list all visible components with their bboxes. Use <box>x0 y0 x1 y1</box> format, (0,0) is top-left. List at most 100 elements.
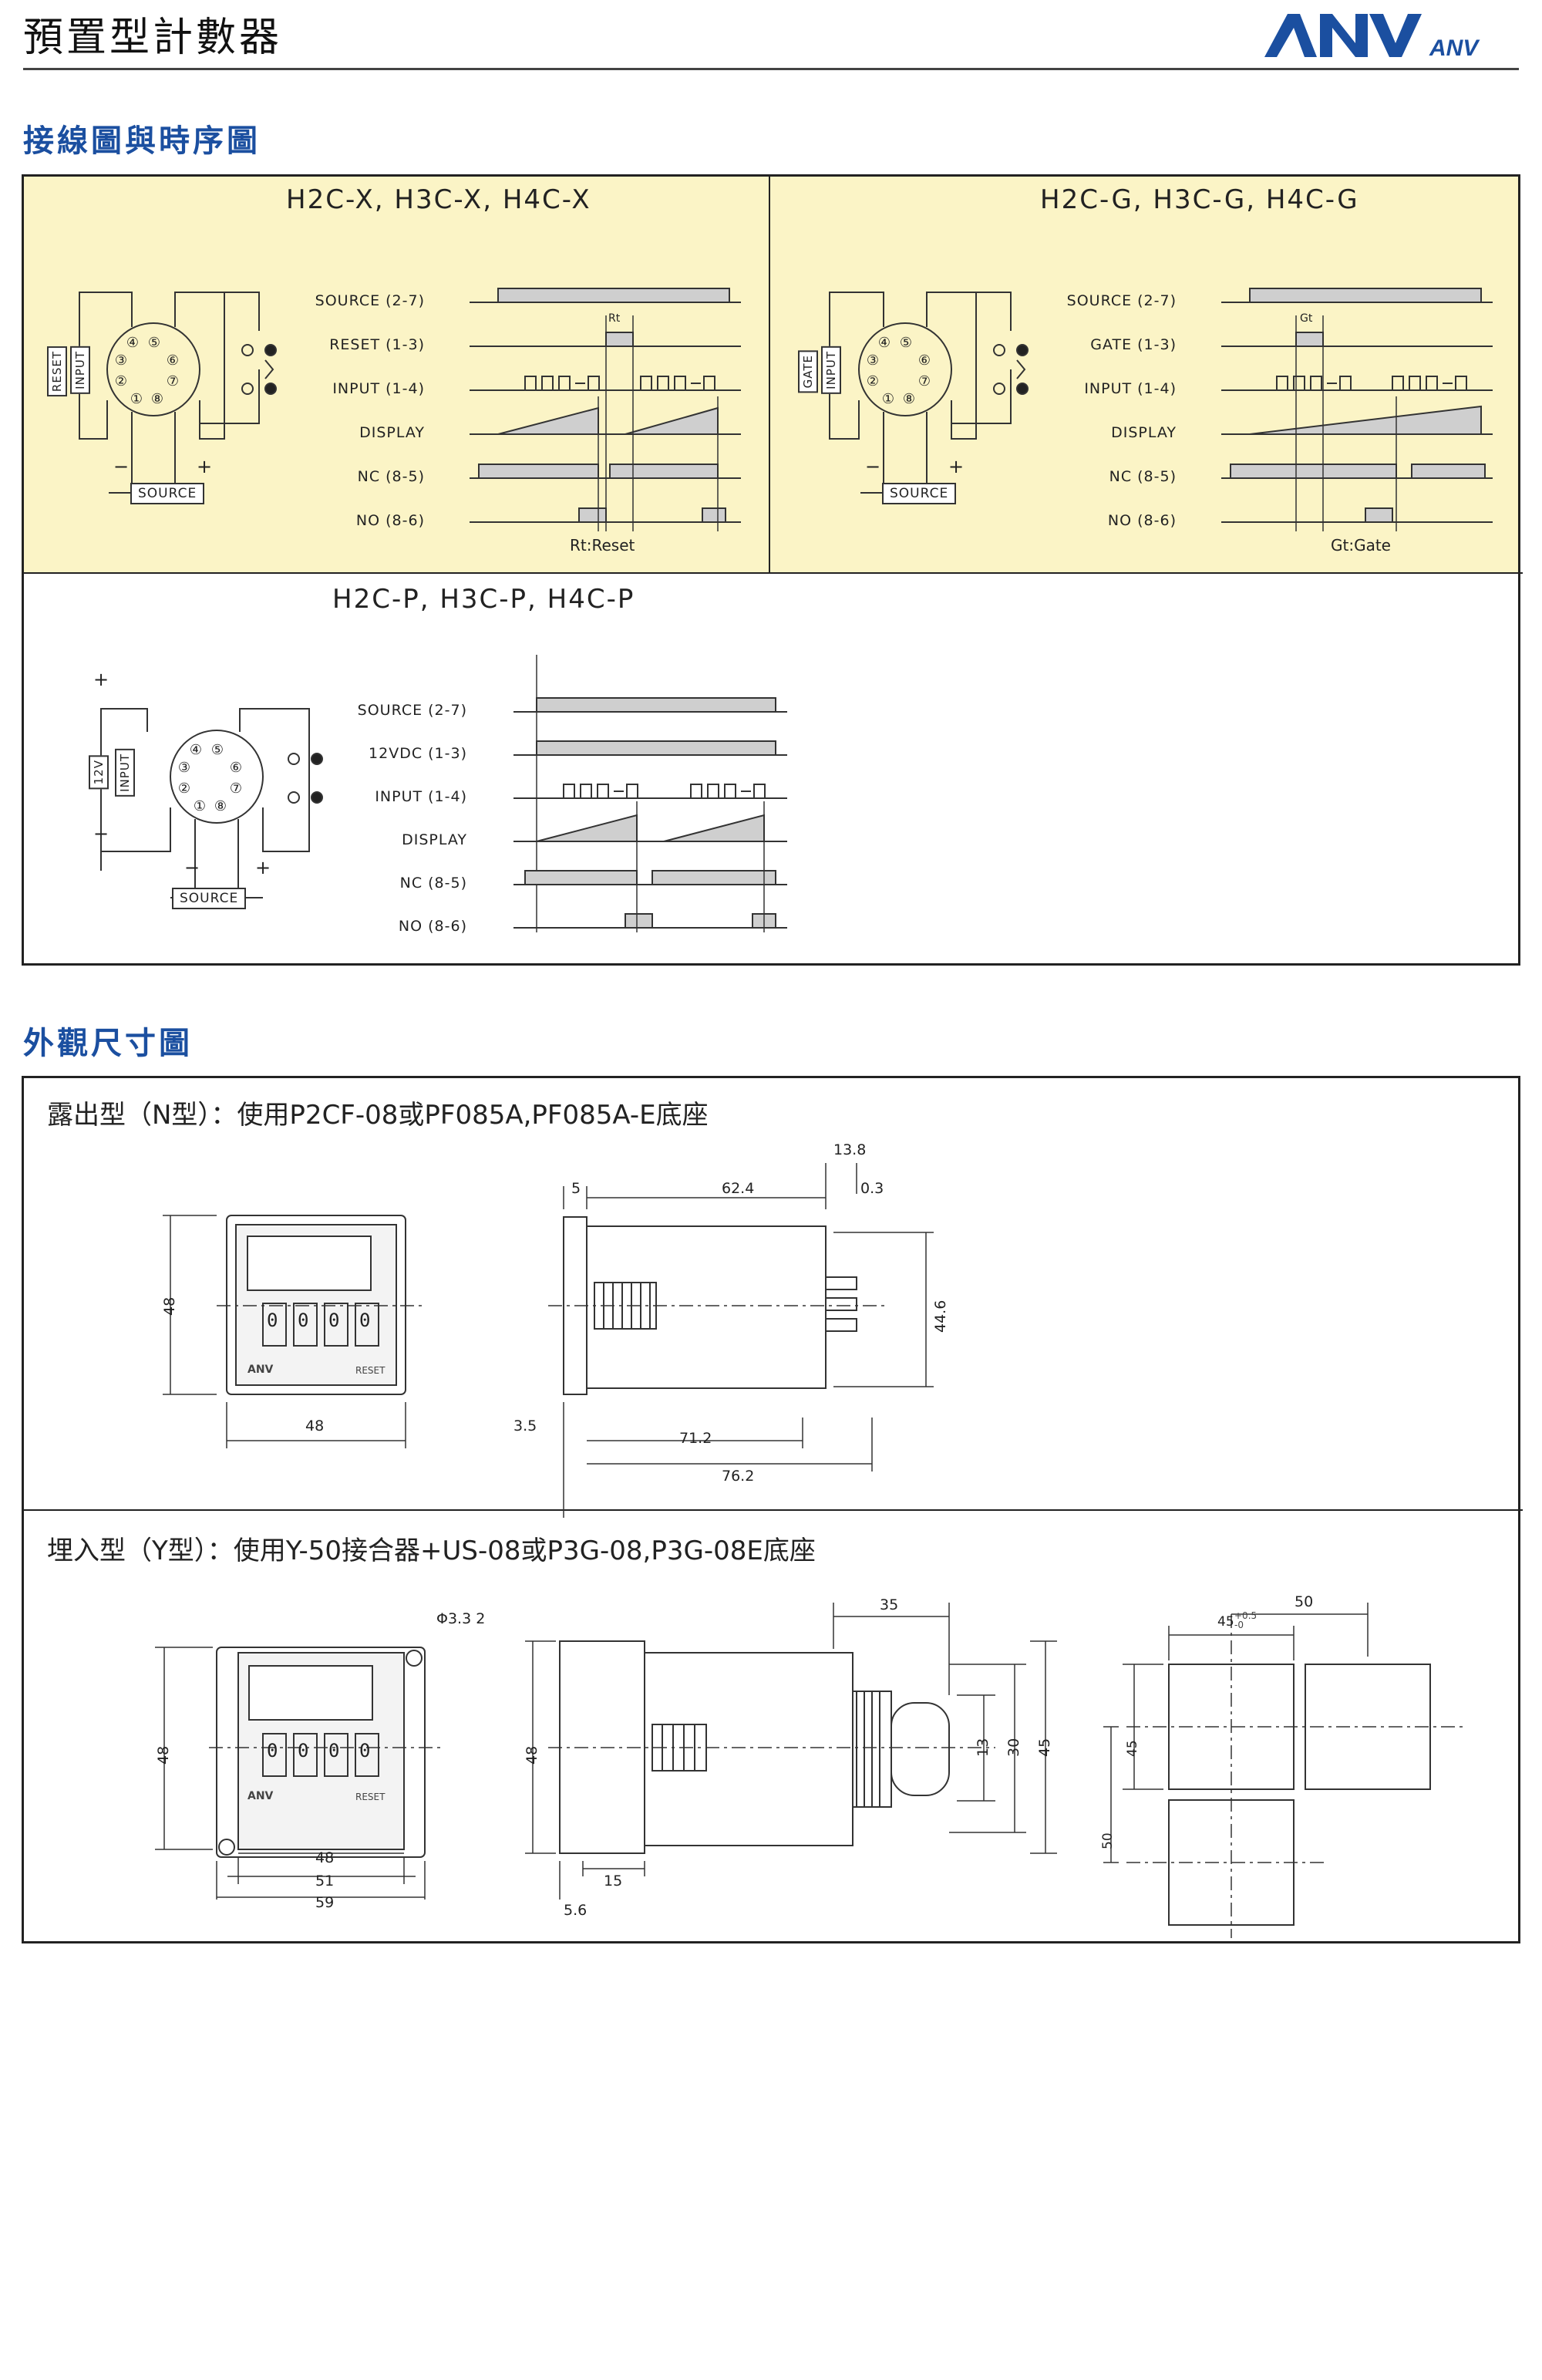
digit-n-2: 0 <box>298 1310 309 1331</box>
pin-5-p: ⑤ <box>210 742 224 758</box>
series-title-x: H2C-X, H3C-X, H4C-X <box>286 184 591 215</box>
signal-label-x-4: NC (8-5) <box>357 468 425 485</box>
dim-n-76-2: 76.2 <box>722 1468 755 1485</box>
pin-8-x: ⑧ <box>150 391 164 407</box>
brand-small-text: ANV <box>1429 35 1480 61</box>
dim-y-cut-50-top: 50 <box>1295 1593 1314 1610</box>
digit-y-3: 0 <box>328 1740 340 1761</box>
minus-p: − <box>184 857 200 878</box>
signal-label-g-2: INPUT (1-4) <box>1084 380 1177 397</box>
minus-g: − <box>865 456 881 477</box>
panel-reset-n: RESET <box>355 1365 386 1376</box>
note-gt-gate: Gt:Gate <box>1331 536 1391 555</box>
pin-2-p: ② <box>177 780 191 797</box>
source-box-x: SOURCE <box>130 483 205 504</box>
page-title: 預置型計數器 <box>23 15 283 61</box>
minus-p-left: − <box>93 823 109 844</box>
dim-y-48: 48 <box>315 1849 335 1866</box>
dim-y-hole: Φ3.3 2 <box>436 1610 486 1627</box>
marker-rt: Rt <box>608 312 621 325</box>
plus-x: + <box>197 456 213 477</box>
pin-1-g: ① <box>881 391 895 407</box>
pin-8-g: ⑧ <box>902 391 916 407</box>
dim-y-5-6: 5.6 <box>564 1902 588 1919</box>
dim-n-62-4: 62.4 <box>722 1180 755 1197</box>
pin-5-g: ⑤ <box>899 335 913 351</box>
dim-y-45: 45 <box>1036 1738 1053 1757</box>
dim-n-13-8: 13.8 <box>833 1141 867 1158</box>
box-label-12v: 12V <box>89 755 109 790</box>
brand-logo: ANV <box>1264 14 1480 61</box>
dim-y-cut-45-top: 45 <box>1217 1614 1234 1630</box>
plus-g: + <box>948 456 965 477</box>
digit-n-4: 0 <box>359 1310 371 1331</box>
pin-1-p: ① <box>193 798 207 814</box>
section-title-dimensions: 外觀尺寸圖 <box>23 1026 193 1061</box>
pin-5-x: ⑤ <box>147 335 161 351</box>
minus-x: − <box>113 456 130 477</box>
pin-7-x: ⑦ <box>166 373 180 389</box>
pin-6-x: ⑥ <box>166 352 180 369</box>
signal-label-g-5: NO (8-6) <box>1107 512 1177 529</box>
signal-label-p-2: INPUT (1-4) <box>375 788 467 805</box>
signal-label-p-0: SOURCE (2-7) <box>357 702 467 719</box>
digit-y-4: 0 <box>359 1740 371 1761</box>
page-header: 預置型計數器 ANV <box>0 0 1542 74</box>
signal-label-x-0: SOURCE (2-7) <box>315 292 425 309</box>
pin-7-g: ⑦ <box>917 373 931 389</box>
mount-title-y: 埋入型（Y型）：使用Y-50接合器+US-08或P3G-08,P3G-08E底座 <box>47 1536 816 1566</box>
dim-y-30: 30 <box>1005 1738 1022 1757</box>
note-rt-reset: Rt:Reset <box>570 536 635 555</box>
signal-label-x-2: INPUT (1-4) <box>332 380 425 397</box>
dim-y-cut-45-side: 45 <box>1125 1740 1140 1757</box>
header-rule <box>23 68 1519 70</box>
series-title-p: H2C-P, H3C-P, H4C-P <box>332 584 635 615</box>
pin-4-p: ④ <box>189 742 203 758</box>
section-title-wiring: 接線圖與時序圖 <box>23 123 261 159</box>
dim-n-front-w: 48 <box>305 1418 325 1434</box>
dim-n-front-h: 48 <box>161 1296 178 1316</box>
signal-label-p-3: DISPLAY <box>402 831 467 848</box>
marker-gt: Gt <box>1300 312 1313 325</box>
wiring-panel: H2C-X, H3C-X, H4C-X H2C-G, H3C-G, H4C-G … <box>22 174 1523 966</box>
signal-label-p-4: NC (8-5) <box>399 875 467 892</box>
pin-7-p: ⑦ <box>229 780 243 797</box>
dim-n-5: 5 <box>571 1180 581 1197</box>
signal-label-p-1: 12VDC (1-3) <box>369 745 467 762</box>
signal-label-x-5: NO (8-6) <box>355 512 425 529</box>
pin-2-x: ② <box>114 373 128 389</box>
wiring-lines <box>24 177 1523 932</box>
pin-4-x: ④ <box>126 335 140 351</box>
signal-label-g-3: DISPLAY <box>1111 424 1177 441</box>
dim-y-15: 15 <box>604 1873 623 1890</box>
panel-brand-y: ANV <box>247 1790 274 1802</box>
pin-4-g: ④ <box>877 335 891 351</box>
box-label-reset: RESET <box>47 346 67 397</box>
pin-6-g: ⑥ <box>917 352 931 369</box>
box-label-input-x: INPUT <box>70 346 90 394</box>
pin-2-g: ② <box>866 373 880 389</box>
dim-y-tol-minus-top: -0 <box>1234 1620 1244 1630</box>
source-box-g: SOURCE <box>882 483 957 504</box>
dim-y-51: 51 <box>315 1873 335 1890</box>
signal-label-x-3: DISPLAY <box>359 424 425 441</box>
dim-n-3-5: 3.5 <box>513 1418 537 1434</box>
signal-label-x-1: RESET (1-3) <box>329 336 425 353</box>
box-label-input-p: INPUT <box>115 749 135 797</box>
digit-n-3: 0 <box>328 1310 340 1331</box>
digit-y-2: 0 <box>298 1740 309 1761</box>
dim-n-44-6: 44.6 <box>932 1300 949 1333</box>
pin-6-p: ⑥ <box>229 760 243 776</box>
pin-8-p: ⑧ <box>214 798 227 814</box>
pin-3-g: ③ <box>866 352 880 369</box>
dim-y-59: 59 <box>315 1894 335 1911</box>
box-label-input-g: INPUT <box>821 346 841 394</box>
dim-y-side-h: 48 <box>524 1745 540 1765</box>
digit-n-1: 0 <box>267 1310 278 1331</box>
signal-label-g-0: SOURCE (2-7) <box>1066 292 1177 309</box>
panel-brand-n: ANV <box>247 1364 274 1376</box>
plus-p-top: + <box>93 669 109 690</box>
digit-y-1: 0 <box>267 1740 278 1761</box>
dim-n-71-2: 71.2 <box>679 1430 712 1447</box>
mount-title-n: 露出型（N型）：使用P2CF-08或PF085A,PF085A-E底座 <box>47 1100 709 1131</box>
